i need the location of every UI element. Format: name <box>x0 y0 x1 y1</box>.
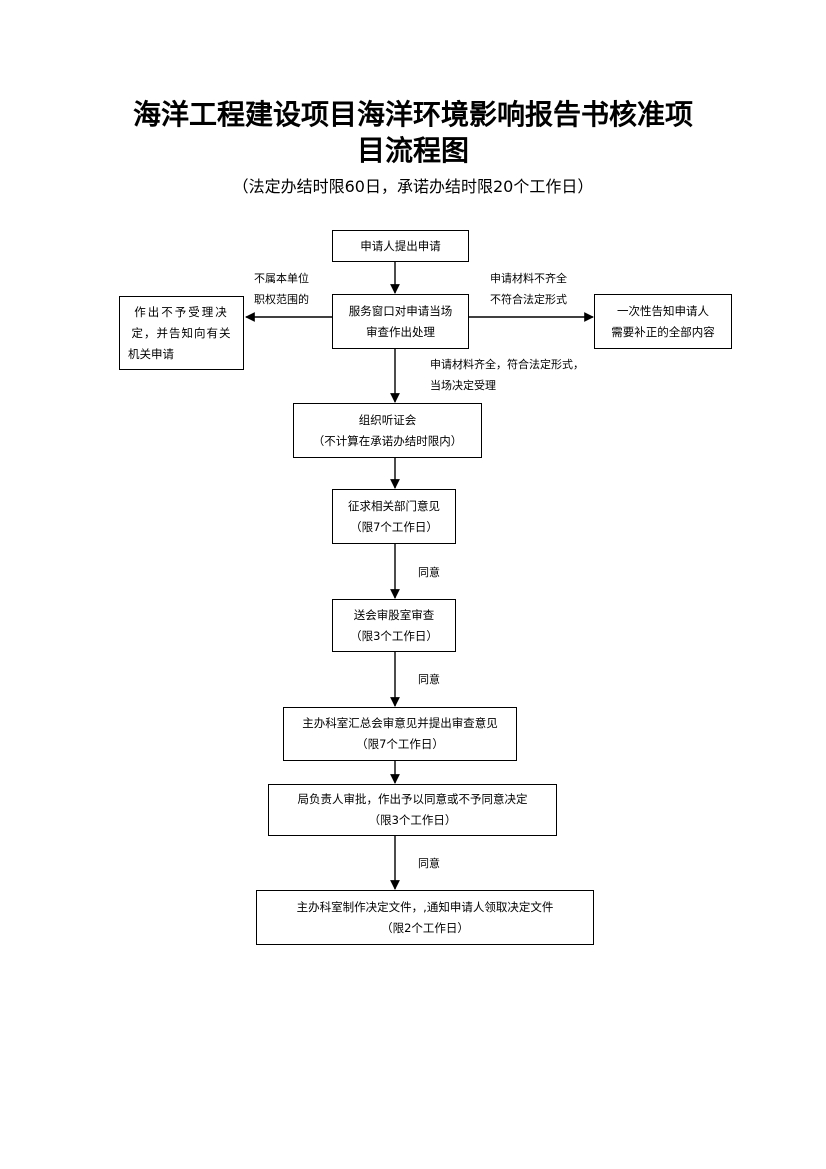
box-window-review: 服务窗口对申请当场 审查作出处理 <box>332 294 469 349</box>
box-bureau-approval: 局负责人审批，作出予以同意或不予同意决定 （限3个工作日） <box>268 784 557 836</box>
label-agree-1: 同意 <box>418 566 440 579</box>
label-complete: 申请材料齐全，符合法定形式， 当场决定受理 <box>430 354 584 396</box>
label-not-in-scope-line1: 不属本单位 <box>254 272 309 285</box>
box-apply-text: 申请人提出申请 <box>360 238 441 253</box>
page-subtitle: （法定办结时限60日，承诺办结时限20个工作日） <box>232 177 594 196</box>
box-reject-line3: 机关申请 <box>128 346 174 361</box>
box-reject-line2: 定，并告知向有关 <box>131 325 232 340</box>
page-title-line2: 目流程图 <box>356 134 469 167</box>
box-bureau-line2: （限3个工作日） <box>368 813 457 827</box>
box-window-review-line1: 服务窗口对申请当场 <box>348 303 453 318</box>
box-review-line1: 送会审股室审查 <box>353 607 435 622</box>
label-incomplete-line2: 不符合法定形式 <box>490 293 567 306</box>
box-lead-line2: （限7个工作日） <box>356 737 444 751</box>
box-lead-line1: 主办科室汇总会审意见并提出审查意见 <box>302 716 498 730</box>
box-reject-line1: 作出不予受理决 <box>134 304 229 319</box>
label-agree-2: 同意 <box>418 673 440 686</box>
box-window-review-line2: 审查作出处理 <box>366 324 435 339</box>
label-not-in-scope: 不属本单位 职权范围的 <box>254 268 309 310</box>
box-notify-line1: 一次性告知申请人 <box>617 303 709 318</box>
box-hearing-line1: 组织听证会 <box>358 412 417 427</box>
box-dept-line2: （限7个工作日） <box>350 519 438 534</box>
page-title-line1: 海洋工程建设项目海洋环境影响报告书核准项 <box>132 98 693 131</box>
label-incomplete: 申请材料不齐全 不符合法定形式 <box>490 268 567 310</box>
box-notify-line2: 需要补正的全部内容 <box>611 324 715 339</box>
box-review-line2: （限3个工作日） <box>350 628 438 643</box>
box-dept-line1: 征求相关部门意见 <box>348 498 440 513</box>
box-dept-opinion: 征求相关部门意见 （限7个工作日） <box>332 489 456 544</box>
label-agree-3: 同意 <box>418 857 440 870</box>
box-decision-doc: 主办科室制作决定文件，,通知申请人领取决定文件 （限2个工作日） <box>256 890 594 945</box>
label-complete-line1: 申请材料齐全，符合法定形式， <box>430 358 584 371</box>
box-decision-line1: 主办科室制作决定文件，,通知申请人领取决定文件 <box>296 899 554 914</box>
box-hearing-line2: （不计算在承诺办结时限内） <box>312 433 463 448</box>
box-review-section: 送会审股室审查 （限3个工作日） <box>332 599 456 652</box>
label-not-in-scope-line2: 职权范围的 <box>254 293 309 306</box>
box-notify-supplement: 一次性告知申请人 需要补正的全部内容 <box>594 294 732 349</box>
box-bureau-line1: 局负责人审批，作出予以同意或不予同意决定 <box>297 792 528 806</box>
box-apply: 申请人提出申请 <box>332 230 469 262</box>
box-hearing: 组织听证会 （不计算在承诺办结时限内） <box>293 403 482 458</box>
label-incomplete-line1: 申请材料不齐全 <box>490 272 567 285</box>
box-decision-line2: （限2个工作日） <box>381 920 469 935</box>
label-complete-line2: 当场决定受理 <box>430 379 496 392</box>
box-reject: 作出不予受理决 定，并告知向有关 机关申请 <box>119 296 244 370</box>
box-lead-office: 主办科室汇总会审意见并提出审查意见 （限7个工作日） <box>283 707 517 761</box>
